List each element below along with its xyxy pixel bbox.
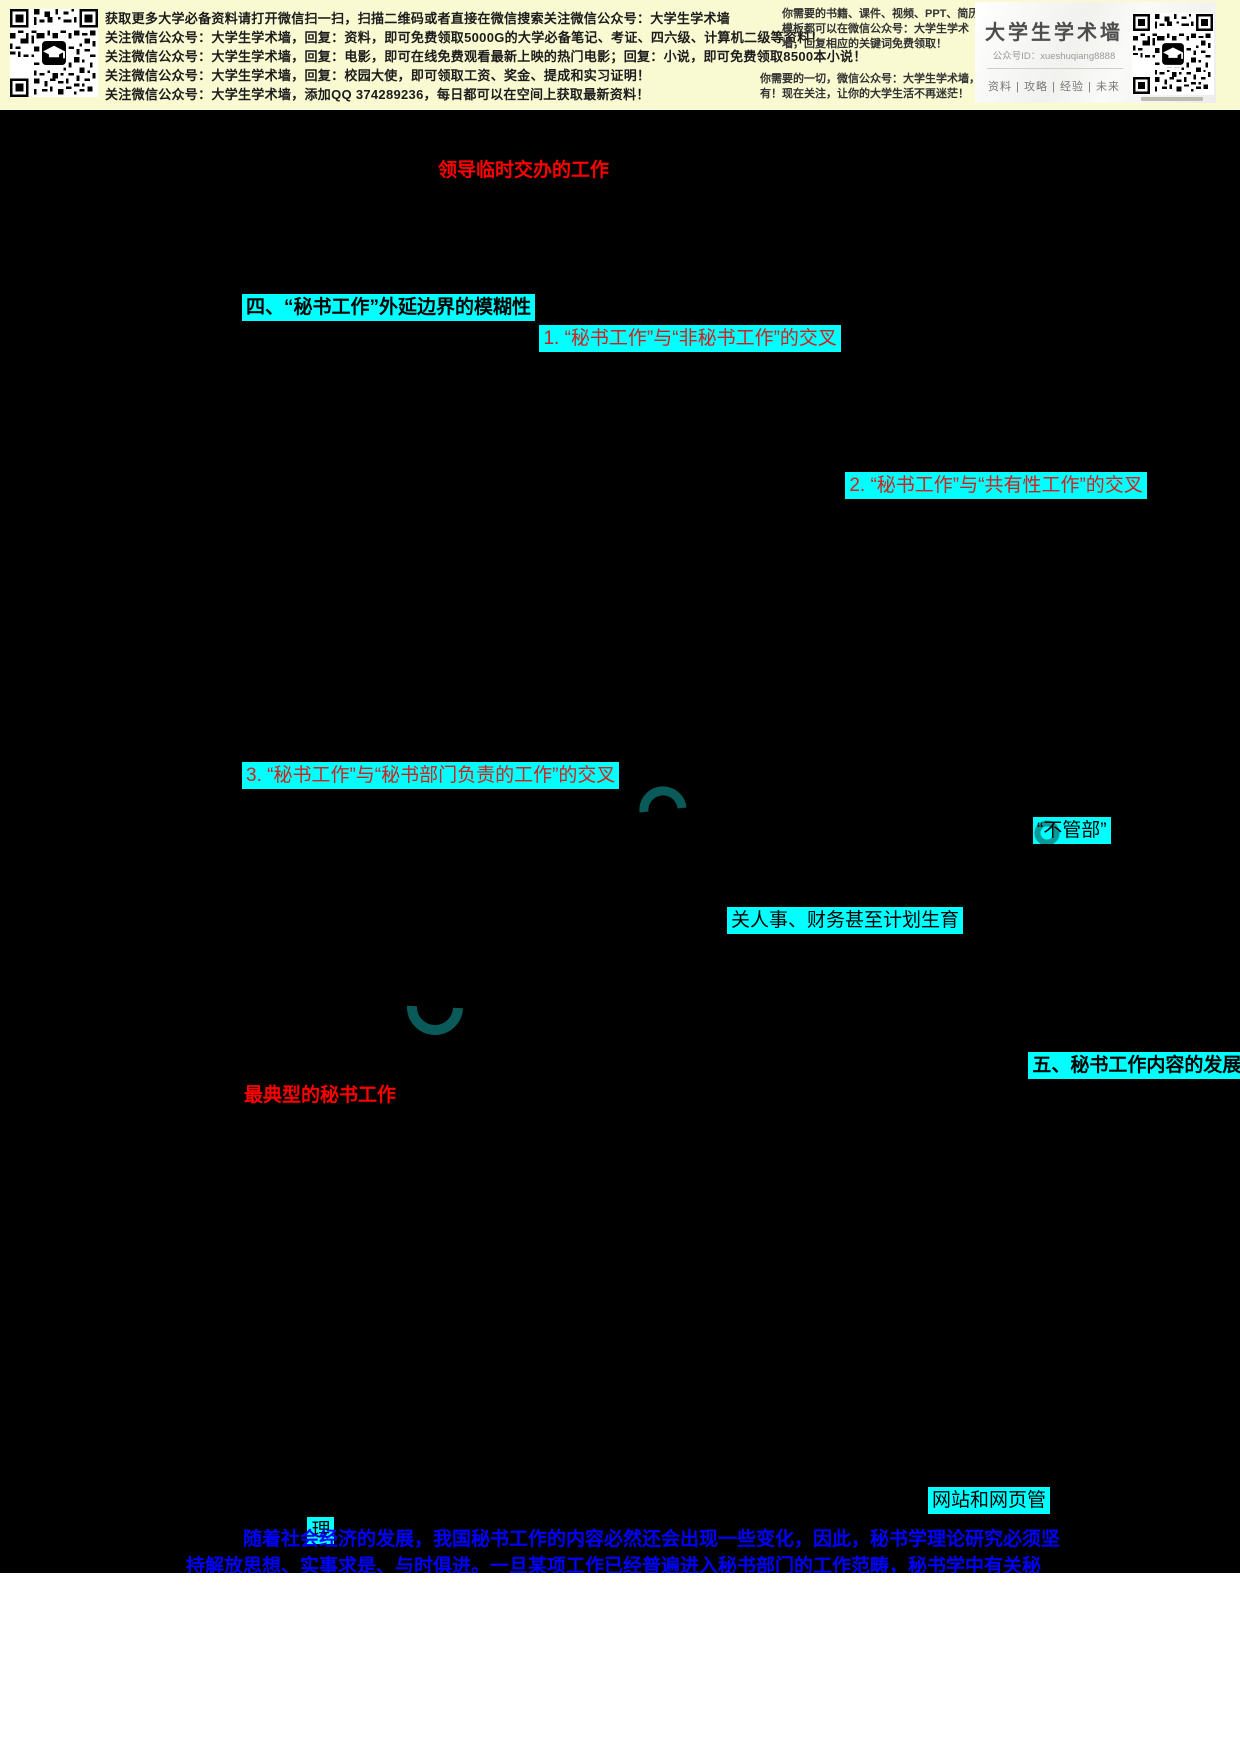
divider: [987, 68, 1123, 69]
item-2-highlight: 2. “秘书工作”与“共有性工作”的交叉: [845, 472, 1147, 499]
brand-card: 大学生学术墙 公众号ID：xueshuqiang8888 资料 | 攻略 | 经…: [975, 2, 1216, 103]
highlight-website: 网站和网页管: [928, 1487, 1051, 1514]
promo-blurb-keywords: 你需要的书籍、课件、视频、PPT、简历模板都可以在微信公众号：大学生学术墙，回复…: [782, 8, 980, 50]
item-3-highlight: 3. “秘书工作”与“秘书部门负责的工作”的交叉: [242, 762, 620, 789]
qr-code-icon: [10, 9, 98, 97]
brand-account-id: 公众号ID：xueshuqiang8888: [992, 51, 1116, 62]
paragraph-blue: 随着社会经济的发展，我国秘书工作的内容必然还会出现一些变化，因此，秘书学理论研究…: [186, 1529, 1061, 1573]
watermark-swirl-icon: [639, 786, 687, 813]
heading-section-5: 五、秘书工作内容的发展变化: [1028, 1052, 1240, 1079]
promo-line: 关注微信公众号：大学生学术墙，回复：电影，即可在线免费观看最新上映的热门电影；回…: [105, 49, 867, 64]
brand-title: 大学生学术墙: [985, 22, 1123, 44]
promo-banner: 获取更多大学必备资料请打开微信扫一扫，扫描二维码或者直接在微信搜索关注微信公众号…: [0, 0, 1240, 110]
qr-code-icon: [1132, 13, 1214, 95]
promo-text-block: 获取更多大学必备资料请打开微信扫一扫，扫描二维码或者直接在微信搜索关注微信公众号…: [105, 9, 867, 104]
phrase-typical-red: 最典型的秘书工作: [244, 1085, 397, 1106]
promo-line: 关注微信公众号：大学生学术墙，回复：校园大使，即可领取工资、奖金、提成和实习证明…: [105, 68, 651, 83]
promo-blurb-everything: 你需要的一切，微信公众号：大学生学术墙，都有！现在关注，让你的大学生活不再迷茫！: [760, 73, 991, 100]
highlight-personnel: 关人事、财务甚至计划生育: [726, 907, 963, 934]
brand-links: 资料 | 攻略 | 经验 | 未来: [988, 81, 1120, 93]
highlight-li: 理: [307, 1517, 335, 1544]
promo-line: 获取更多大学必备资料请打开微信扫一扫，扫描二维码或者直接在微信搜索关注微信公众号…: [105, 11, 731, 26]
watermark-crescent-icon: [407, 1005, 463, 1035]
item-1-highlight: 1. “秘书工作”与“非秘书工作”的交叉: [539, 325, 841, 352]
promo-line: 关注微信公众号：大学生学术墙，回复：资料，即可免费领取5000G的大学必备笔记、…: [105, 30, 824, 45]
doc-title-red: 领导临时交办的工作: [438, 160, 610, 181]
document-body: 领导临时交办的工作 四、“秘书工作”外延边界的模糊性 1. “秘书工作”与“非秘…: [0, 110, 1240, 1573]
qr-caption-blur: [1141, 97, 1203, 101]
highlight-non-dept: “不管部”: [1033, 817, 1111, 844]
promo-line: 关注微信公众号：大学生学术墙，添加QQ 374289236，每日都可以在空间上获…: [105, 87, 650, 102]
heading-section-4: 四、“秘书工作”外延边界的模糊性: [242, 294, 536, 321]
